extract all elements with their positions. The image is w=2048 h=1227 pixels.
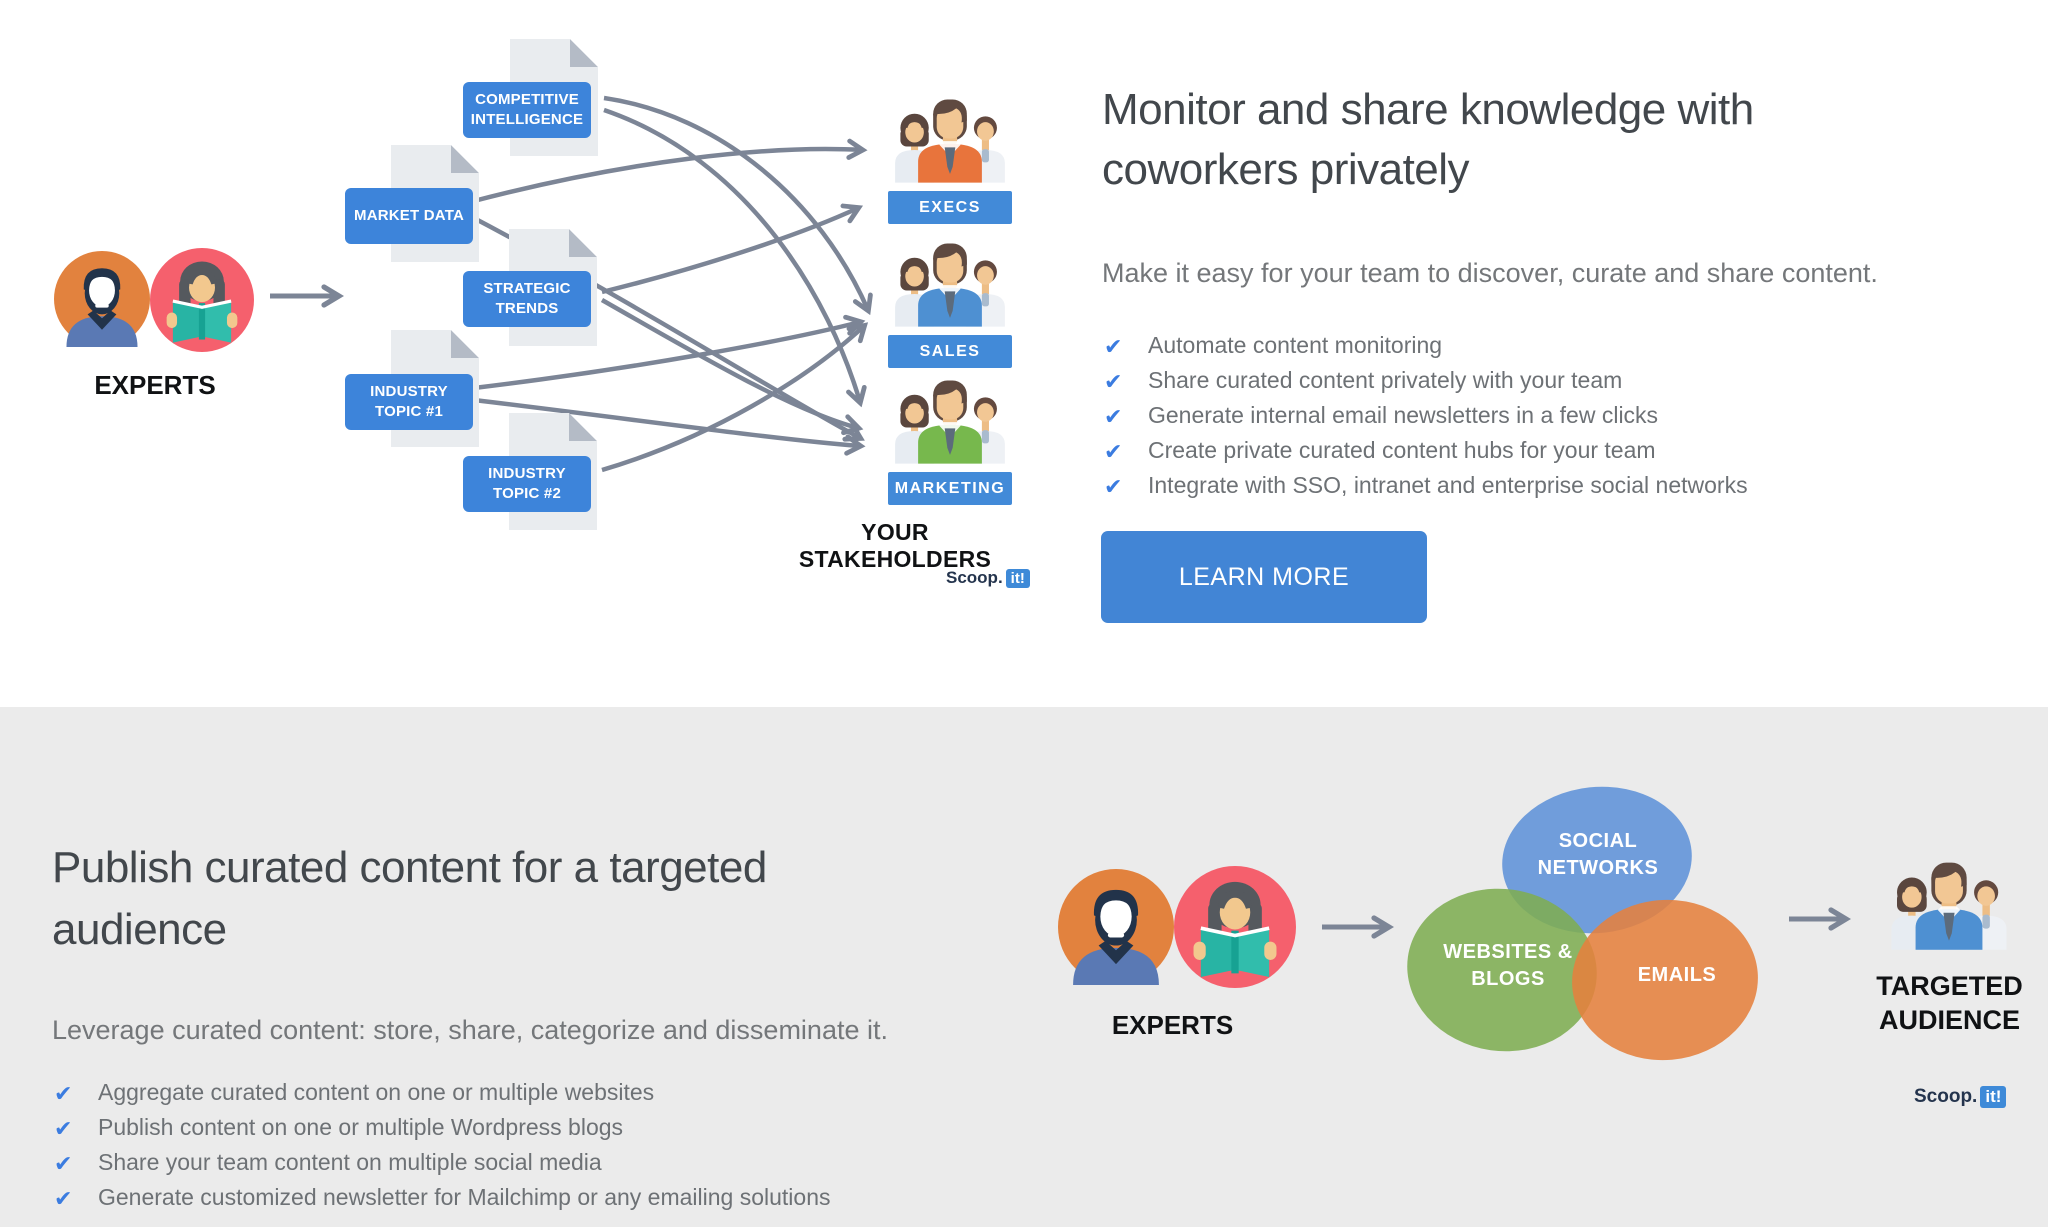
stakeholders-caption: YOUR STAKEHOLDERS (798, 519, 992, 572)
expert-man-avatar (54, 251, 150, 347)
document-tag: COMPETITIVE INTELLIGENCE (463, 82, 591, 138)
check-icon: ✔ (1104, 334, 1123, 359)
channels-venn-diagram (1407, 786, 1758, 1061)
feature-list: ✔Aggregate curated content on one or mul… (54, 1075, 1034, 1215)
arrow-right-icon (1322, 907, 1410, 947)
feature-item: ✔Create private curated content hubs for… (1104, 433, 1964, 468)
feature-list: ✔Automate content monitoring ✔Share cura… (1104, 328, 1964, 503)
scoopit-logo: Scoop. it! (946, 568, 1030, 588)
check-icon: ✔ (54, 1081, 73, 1106)
people-group-icon (1884, 857, 2014, 950)
feature-item: ✔Generate customized newsletter for Mail… (54, 1180, 1034, 1215)
venn-circle-websites-blogs (1407, 888, 1597, 1052)
learn-more-button[interactable]: LEARN MORE (1101, 531, 1427, 623)
check-icon: ✔ (1104, 369, 1123, 394)
feature-item: ✔Share curated content privately with yo… (1104, 363, 1964, 398)
expert-man-avatar (1058, 869, 1174, 985)
people-group-icon (888, 375, 1012, 464)
expert-woman-avatar (1174, 866, 1296, 988)
section-subheading: Make it easy for your team to discover, … (1102, 258, 1878, 288)
venn-label-social-networks: SOCIAL NETWORKS (1537, 830, 1659, 879)
document-tag: INDUSTRY TOPIC #1 (345, 374, 473, 430)
venn-circle-social-networks (1502, 786, 1692, 934)
stakeholder-label: EXECS (888, 191, 1012, 224)
stakeholder-label: MARKETING (888, 472, 1012, 505)
scoopit-logo: Scoop. it! (1914, 1086, 2007, 1108)
scoopit-logo-word: Scoop. (946, 568, 1003, 587)
stakeholder-label: SALES (888, 335, 1012, 368)
people-group-icon (888, 238, 1012, 327)
check-icon: ✔ (1104, 404, 1123, 429)
top-section: EXPERTS COMPETITIVE INTELLIGENCE MARKET … (0, 0, 1964, 623)
check-icon: ✔ (54, 1151, 73, 1176)
check-icon: ✔ (1104, 439, 1123, 464)
check-icon: ✔ (1104, 474, 1123, 499)
audience-caption: TARGETED AUDIENCE (1876, 971, 2023, 1035)
check-icon: ✔ (54, 1186, 73, 1211)
feature-item: ✔Share your team content on multiple soc… (54, 1145, 1034, 1180)
check-icon: ✔ (54, 1116, 73, 1141)
document-tag: STRATEGIC TRENDS (463, 271, 591, 327)
feature-item: ✔Generate internal email newsletters in … (1104, 398, 1964, 433)
feature-item: ✔Integrate with SSO, intranet and enterp… (1104, 468, 1964, 503)
arrow-right-icon (1789, 899, 1867, 939)
arrow-right-icon (270, 278, 360, 314)
scoopit-logo-badge: it! (1980, 1086, 2007, 1108)
section-heading: Publish curated content for a targeted a… (52, 843, 767, 954)
feature-item: ✔Aggregate curated content on one or mul… (54, 1075, 1034, 1110)
venn-circle-emails (1572, 899, 1758, 1061)
section-heading: Monitor and share knowledge with coworke… (1102, 85, 1754, 194)
document-tag: MARKET DATA (345, 188, 473, 244)
section-subheading: Leverage curated content: store, share, … (52, 1015, 888, 1045)
bottom-section: Publish curated content for a targeted a… (0, 707, 2048, 1227)
stakeholder-group-marketing: MARKETING (888, 375, 1012, 505)
feature-item: ✔Automate content monitoring (1104, 328, 1964, 363)
scoopit-logo-word: Scoop. (1914, 1086, 1978, 1107)
stakeholder-group-sales: SALES (888, 238, 1012, 368)
people-group-icon (888, 94, 1012, 183)
venn-label-websites-blogs: WEBSITES & BLOGS (1443, 941, 1573, 990)
venn-label-emails: EMAILS (1637, 964, 1717, 986)
document-tag: INDUSTRY TOPIC #2 (463, 456, 591, 512)
stakeholder-group-execs: EXECS (888, 94, 1012, 224)
feature-item: ✔Publish content on one or multiple Word… (54, 1110, 1034, 1145)
expert-woman-avatar (150, 248, 254, 352)
scoopit-logo-badge: it! (1005, 568, 1030, 588)
experts-caption: EXPERTS (94, 370, 216, 400)
experts-caption: EXPERTS (1111, 1010, 1234, 1040)
